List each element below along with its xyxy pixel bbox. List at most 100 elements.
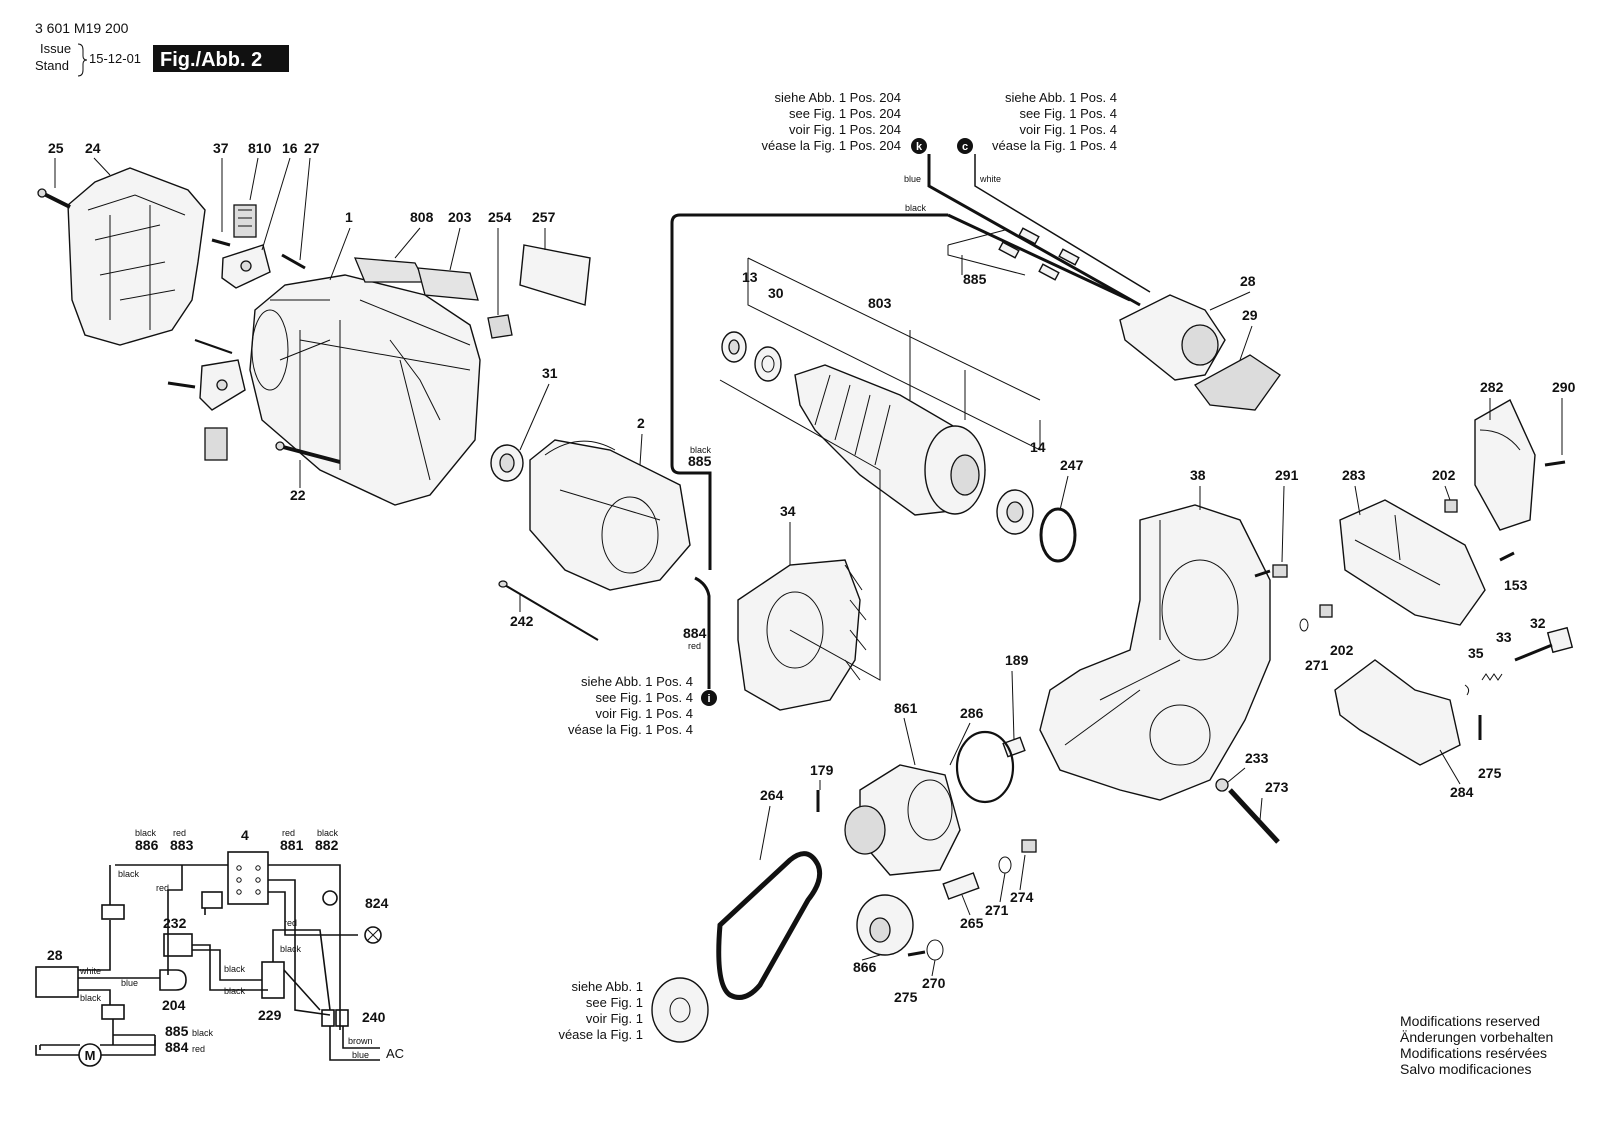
schematic-label-232: 232 xyxy=(163,915,187,931)
part-290-screw xyxy=(1544,460,1566,467)
label-861: 861 xyxy=(894,700,918,716)
schematic-label-28: 28 xyxy=(47,947,63,963)
part-34-fan xyxy=(737,559,867,711)
label-885a: 885 xyxy=(688,453,712,469)
wire-label-blue: blue xyxy=(904,174,921,184)
part-282-guard xyxy=(1474,399,1536,531)
sch-wire-black-left: black xyxy=(118,869,140,879)
label-275a: 275 xyxy=(1478,765,1502,781)
svg-text:i: i xyxy=(707,693,710,705)
schematic-label-204: 204 xyxy=(162,997,186,1013)
sch-wire-black-886: black xyxy=(135,828,157,838)
part-271-washer-b xyxy=(998,856,1012,874)
label-2: 2 xyxy=(637,415,645,431)
label-14: 14 xyxy=(1030,439,1046,455)
wire-blue xyxy=(927,154,1141,307)
marker-i-badge xyxy=(701,690,717,706)
wire-label-white: white xyxy=(979,174,1001,184)
part-24-end-cover xyxy=(67,167,206,346)
sch-wire-red-881: red xyxy=(282,828,295,838)
schematic-fuse xyxy=(322,890,338,906)
label-275b: 275 xyxy=(894,989,918,1005)
svg-text:voir Fig. 1: voir Fig. 1 xyxy=(586,1011,643,1026)
label-25: 25 xyxy=(48,140,64,156)
wire-label-black-885: black xyxy=(690,445,712,455)
label-271a: 271 xyxy=(1305,657,1329,673)
svg-text:véase la Fig. 1: véase la Fig. 1 xyxy=(558,1027,643,1042)
crossref-pulley: siehe Abb. 1 see Fig. 1 voir Fig. 1 véas… xyxy=(558,979,643,1042)
part-291-screw xyxy=(1254,564,1288,578)
svg-text:see Fig. 1 Pos. 204: see Fig. 1 Pos. 204 xyxy=(789,106,901,121)
label-38: 38 xyxy=(1190,467,1206,483)
part-254-clip xyxy=(487,314,513,339)
part-257-label xyxy=(519,244,591,306)
schematic-240 xyxy=(321,1009,335,1027)
part-37-screw xyxy=(211,238,231,247)
part-273-threaded-rod xyxy=(1228,788,1280,844)
svg-text:voir Fig. 1 Pos. 204: voir Fig. 1 Pos. 204 xyxy=(789,122,901,137)
label-291: 291 xyxy=(1275,467,1299,483)
wiring-harness: blue white black black red xyxy=(670,154,1151,689)
label-28: 28 xyxy=(1240,273,1256,289)
part-265-clamp xyxy=(942,872,980,900)
sch-wire-red-824: red xyxy=(284,918,297,928)
part-35-ring xyxy=(1464,684,1470,696)
wire-white xyxy=(974,154,1151,293)
label-284: 284 xyxy=(1450,784,1474,800)
schematic-lamp-824 xyxy=(364,926,382,944)
label-242: 242 xyxy=(510,613,534,629)
header-brace xyxy=(77,43,88,77)
callout-bracket-885b xyxy=(947,229,1026,276)
label-273: 273 xyxy=(1265,779,1289,795)
label-203: 203 xyxy=(448,209,472,225)
label-13: 13 xyxy=(742,269,758,285)
schematic-label-882: 882 xyxy=(315,837,339,853)
part-286-o-ring xyxy=(955,730,1015,804)
label-282: 282 xyxy=(1480,379,1504,395)
label-270: 270 xyxy=(922,975,946,991)
sch-wire-white-28: white xyxy=(79,966,101,976)
label-233: 233 xyxy=(1245,750,1269,766)
part-30-washer xyxy=(754,346,782,382)
sch-wire-red-883: red xyxy=(173,828,186,838)
schematic-204 xyxy=(159,969,187,991)
wire-black-top xyxy=(670,213,948,570)
stand-label: Stand xyxy=(35,58,69,73)
svg-text:Modifications reserved: Modifications reserved xyxy=(1400,1013,1540,1029)
leader-lines xyxy=(54,157,1563,977)
label-179: 179 xyxy=(810,762,834,778)
svg-text:c: c xyxy=(962,141,968,153)
part-242-cable-tie xyxy=(498,580,599,641)
label-22: 22 xyxy=(290,487,306,503)
svg-text:siehe Abb. 1 Pos. 204: siehe Abb. 1 Pos. 204 xyxy=(775,90,901,105)
part-33-spring xyxy=(1481,673,1503,681)
part-247-ring xyxy=(1039,507,1077,563)
label-271b: 271 xyxy=(985,902,1009,918)
crossref-c: siehe Abb. 1 Pos. 4 see Fig. 1 Pos. 4 vo… xyxy=(957,90,1117,154)
label-265: 265 xyxy=(960,915,984,931)
label-283: 283 xyxy=(1342,467,1366,483)
part-27-screw xyxy=(281,253,306,270)
label-32: 32 xyxy=(1530,615,1546,631)
sch-wire-black-229a: black xyxy=(280,944,302,954)
label-189: 189 xyxy=(1005,652,1029,668)
part-202-screw-b xyxy=(1319,604,1333,618)
crossref-i: siehe Abb. 1 Pos. 4 see Fig. 1 Pos. 4 vo… xyxy=(568,674,717,737)
part-25-screw xyxy=(37,188,71,209)
wire-label-red-884: red xyxy=(688,641,701,651)
part-brush-holder-lower xyxy=(167,339,246,461)
label-884a: 884 xyxy=(683,625,707,641)
part-153-screw xyxy=(1499,551,1515,562)
wire-label-black-top: black xyxy=(905,203,927,213)
schematic-885 xyxy=(101,1004,125,1020)
label-37: 37 xyxy=(213,140,229,156)
schematic-label-884: 884 xyxy=(165,1039,189,1055)
sch-wire-black-229c: black xyxy=(224,986,246,996)
figure-label: Fig./Abb. 2 xyxy=(160,49,262,71)
modifications-notice: Modifications reserved Änderungen vorbeh… xyxy=(1400,1013,1553,1077)
schematic-label-824: 824 xyxy=(365,895,389,911)
sch-wire-black-229b: black xyxy=(224,964,246,974)
label-808: 808 xyxy=(410,209,434,225)
schematic-label-886: 886 xyxy=(135,837,159,853)
